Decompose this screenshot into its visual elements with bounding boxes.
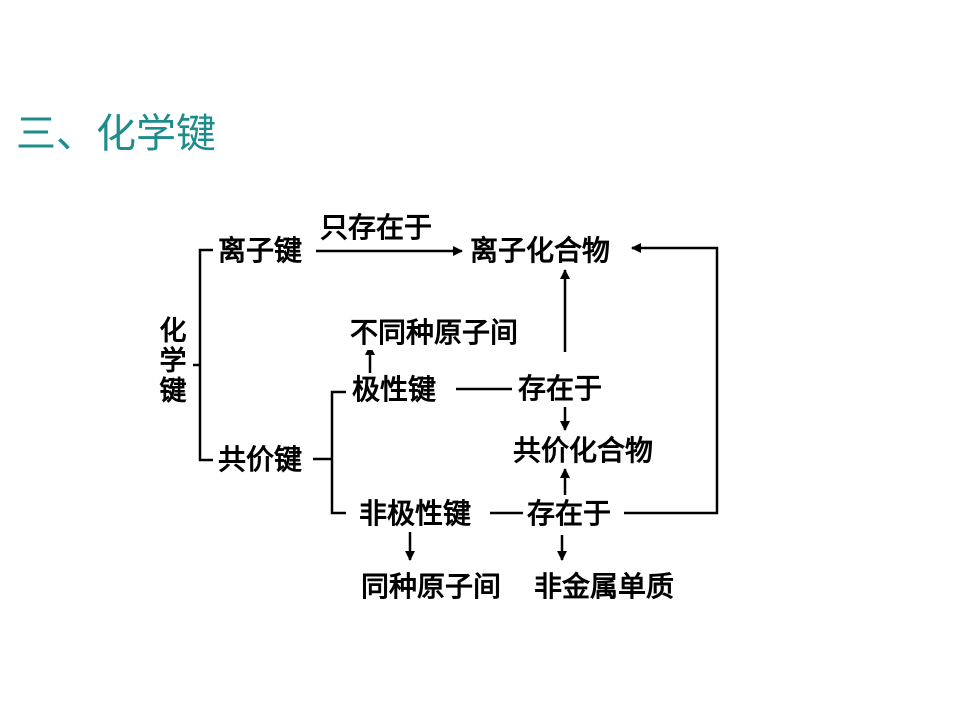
node-covalent-bond: 共价键 — [218, 443, 303, 477]
node-between-different-atoms: 不同种原子间 — [350, 316, 519, 350]
root-label-chemical-bond: 化学键 — [159, 316, 187, 407]
node-nonpolar-bond: 非极性键 — [359, 497, 472, 531]
label-ionic-exists-in: 只存在于 — [320, 211, 433, 245]
arrow-loop-to-ionic-compound — [624, 243, 719, 515]
slide-title: 三、化学键 — [16, 111, 216, 157]
node-between-same-atoms: 同种原子间 — [361, 570, 502, 604]
node-polar-bond: 极性键 — [352, 373, 437, 407]
covalent-branch-bracket — [330, 390, 346, 515]
node-ionic-bond: 离子键 — [218, 234, 303, 268]
root-brace — [198, 248, 213, 462]
label-polar-exists-in: 存在于 — [518, 372, 603, 406]
label-nonpolar-exists-in: 存在于 — [527, 497, 612, 531]
node-nonmetal-element: 非金属单质 — [534, 570, 675, 604]
node-covalent-compound: 共价化合物 — [513, 434, 654, 468]
node-ionic-compound: 离子化合物 — [470, 234, 611, 268]
